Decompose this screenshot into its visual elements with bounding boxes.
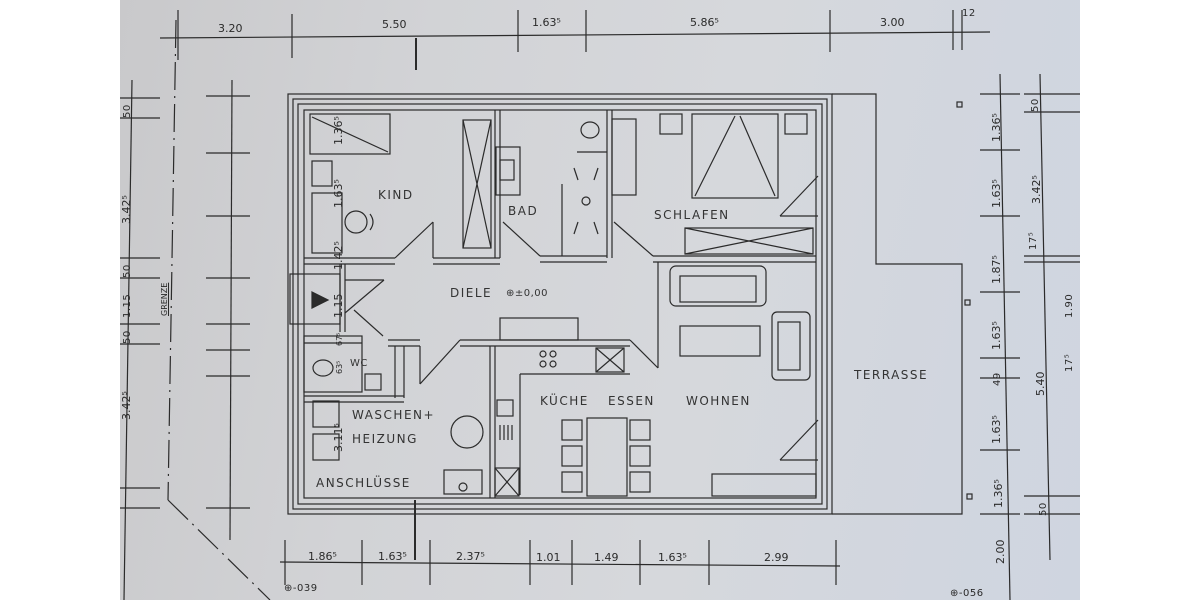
room-schlafen: SCHLAFEN (654, 208, 730, 222)
room-wc: WC (350, 358, 368, 369)
dim-left-inner-2: 1.63⁵ (332, 179, 345, 208)
dim-bottom-4: 1.01 (536, 551, 561, 564)
room-terrasse: TERRASSE (854, 368, 929, 382)
dim-left-inner-4: 1.15 (332, 293, 345, 319)
dim-left-inner-5: 67⁵ (335, 332, 344, 346)
room-heizung: HEIZUNG (352, 432, 418, 446)
dim-right-inner-7: 1.36⁵ (992, 479, 1005, 508)
dim-bottom-6: 1.63⁵ (658, 551, 687, 564)
dim-top-6: 12 (962, 8, 976, 19)
dim-right-inner-4: 1.63⁵ (990, 321, 1003, 350)
dim-left-inner-7: 3.11⁵ (332, 423, 345, 452)
dim-right-inner-1: 1.36⁵ (990, 113, 1003, 142)
dim-bottom-7: 2.99 (764, 551, 789, 564)
room-waschen: WASCHEN+ (352, 408, 436, 422)
dim-right-outer-3: 17⁵ (1028, 231, 1039, 250)
level-marker-southwest: ⊕-039 (284, 583, 318, 594)
room-diele: DIELE (450, 286, 493, 300)
dim-right-inner-8: 2.00 (994, 539, 1007, 565)
dim-left-inner-1: 1.36⁵ (332, 116, 345, 145)
room-kueche: KÜCHE (540, 394, 589, 408)
room-anschluesse: ANSCHLÜSSE (316, 476, 411, 490)
dim-top-3: 1.63⁵ (532, 16, 561, 29)
dim-top-5: 3.00 (880, 16, 905, 29)
dim-right-edge-2: 17⁵ (1064, 353, 1075, 372)
dim-right-edge-1: 1.90 (1064, 293, 1075, 318)
dim-right-outer-1: 50 (1030, 98, 1041, 112)
room-kind: KIND (378, 188, 414, 202)
dim-right-inner-6: 1.63⁵ (990, 415, 1003, 444)
dim-bottom-1: 1.86⁵ (308, 550, 337, 563)
dim-left-outer-3: 50 (122, 264, 133, 278)
dim-left-outer-2: 3.42⁵ (120, 195, 133, 224)
boundary-label: GRENZE (160, 282, 169, 316)
floor-plan-photo: 3.20 5.50 1.63⁵ 5.86⁵ 3.00 12 1.86⁵ 1.63… (120, 0, 1080, 600)
floor-plan-drawing (120, 10, 1080, 600)
dim-right-outer-2: 3.42⁵ (1030, 175, 1043, 204)
dim-bottom-2: 1.63⁵ (378, 550, 407, 563)
dim-bottom-3: 2.37⁵ (456, 550, 485, 563)
dim-left-outer-6: 3.42⁵ (120, 391, 133, 420)
dim-bottom-5: 1.49 (594, 551, 619, 564)
dim-left-outer-4: 1.15 (122, 293, 133, 318)
dim-top-4: 5.86⁵ (690, 16, 719, 29)
dim-top-1: 3.20 (218, 22, 243, 35)
room-wohnen: WOHNEN (686, 394, 751, 408)
level-marker-southeast: ⊕-056 (950, 588, 984, 599)
dim-right-inner-2: 1.63⁵ (990, 179, 1003, 208)
dim-top-2: 5.50 (382, 18, 407, 31)
dim-right-outer-4: 5.40 (1034, 371, 1047, 397)
dim-right-outer-5: 50 (1038, 502, 1049, 516)
room-essen: ESSEN (608, 394, 655, 408)
dim-left-outer-5: 50 (122, 330, 133, 344)
dim-left-outer-1: 50 (122, 104, 133, 118)
dim-left-inner-3: 1.42⁵ (332, 241, 345, 270)
dim-right-inner-3: 1.87⁵ (990, 255, 1003, 284)
diele-level-marker: ⊕±0,00 (506, 288, 549, 299)
dim-left-inner-6: 63⁵ (335, 360, 344, 374)
room-bad: BAD (508, 204, 539, 218)
dim-right-inner-5: 49 (992, 372, 1003, 386)
